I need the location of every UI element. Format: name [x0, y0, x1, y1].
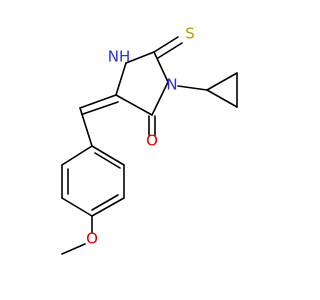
bond-cpr-3: [206, 89, 238, 108]
bond-ar-1: [91, 145, 125, 166]
bond-c5-ch-b: [82, 101, 119, 115]
bond-nh-c2: [125, 51, 155, 64]
bond-ch-aryl: [79, 107, 93, 147]
bond-c2-s-b: [157, 42, 183, 59]
atom-label-s: S: [185, 25, 195, 43]
bond-c2-n3: [153, 51, 169, 83]
bond-ar-1-inner: [94, 152, 121, 169]
bond-n3-c4: [151, 81, 169, 116]
bond-n3-cpr: [177, 85, 208, 91]
bond-cpr-1: [206, 72, 238, 91]
bond-c5-nh: [115, 62, 127, 96]
bond-c2-s-a: [153, 36, 179, 53]
atom-label-o-carbonyl: O: [146, 132, 158, 150]
bond-ar-6: [61, 145, 93, 166]
atom-label-o-ether: O: [86, 230, 98, 248]
bond-o-ch3: [61, 243, 86, 255]
atom-label-nh: NH: [108, 48, 131, 66]
bond-ar-3-inner: [91, 194, 119, 211]
bond-c4-c5: [115, 94, 153, 116]
molecule-diagram: NH S N O O: [61, 25, 238, 255]
bond-ar-3: [91, 197, 125, 217]
atom-label-n: N: [166, 76, 177, 94]
bond-c5-ch-a: [79, 94, 117, 109]
bond-ar-4: [61, 197, 93, 217]
